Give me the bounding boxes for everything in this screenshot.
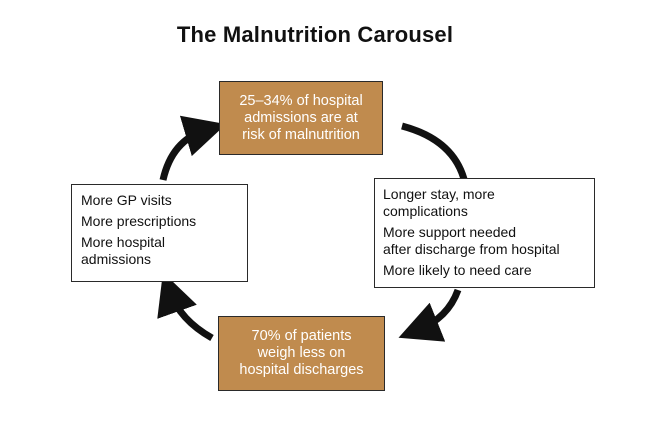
consequence-item: More support needed after discharge from… bbox=[383, 224, 586, 258]
item-text-line: complications bbox=[383, 203, 468, 219]
node-text-line: admissions are at bbox=[244, 109, 358, 126]
consequence-item: More likely to need care bbox=[383, 262, 586, 279]
consequence-item: Longer stay, more complications bbox=[383, 186, 586, 220]
node-text-line: risk of malnutrition bbox=[242, 126, 360, 143]
item-text-line: More support needed bbox=[383, 224, 517, 240]
item-text-line: More likely to need care bbox=[383, 262, 532, 278]
node-healthcare-use: More GP visits More prescriptions More h… bbox=[71, 184, 248, 282]
item-text-line: after discharge from hospital bbox=[383, 241, 560, 257]
healthcare-item: More GP visits bbox=[81, 192, 239, 209]
item-text-line: More hospital bbox=[81, 234, 166, 250]
diagram-title: The Malnutrition Carousel bbox=[176, 22, 454, 47]
arrow-right-to-bottom bbox=[398, 288, 462, 342]
node-text-line: 25–34% of hospital bbox=[239, 92, 363, 109]
node-text-line: 70% of patients bbox=[251, 328, 352, 344]
healthcare-item: More prescriptions bbox=[81, 213, 239, 230]
arrow-bottom-to-left bbox=[157, 272, 214, 342]
item-text-line: More GP visits bbox=[81, 192, 172, 208]
arrow-top-to-right bbox=[401, 122, 469, 184]
arrow-left-to-top bbox=[159, 115, 227, 181]
node-text-line: hospital discharges bbox=[239, 362, 364, 378]
node-text-line: weigh less on bbox=[257, 345, 346, 361]
item-text-line: Longer stay, more bbox=[383, 186, 495, 202]
node-hospital-admissions-risk: 25–34% of hospital admissions are at ris… bbox=[219, 81, 383, 155]
healthcare-item: More hospital admissions bbox=[81, 234, 239, 268]
node-weight-loss: 70% of patients weigh less on hospital d… bbox=[218, 316, 385, 391]
item-text-line: admissions bbox=[81, 251, 152, 267]
node-consequences: Longer stay, more complications More sup… bbox=[374, 178, 595, 288]
item-text-line: More prescriptions bbox=[81, 213, 197, 229]
